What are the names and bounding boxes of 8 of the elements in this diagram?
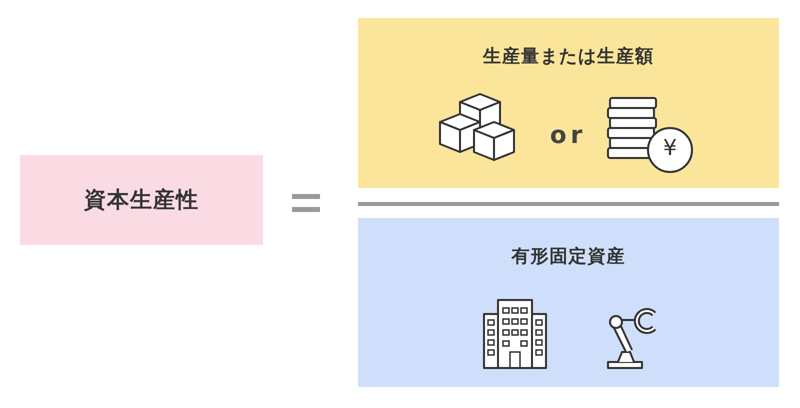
panel-heading: 有形固定資産 <box>510 245 626 268</box>
fraction-panel <box>358 18 779 188</box>
or-label: or <box>550 121 586 149</box>
term-label: 資本生産性 <box>83 187 200 215</box>
fraction-panel <box>358 218 779 387</box>
formula-box <box>20 155 263 245</box>
yen-sign: ¥ <box>662 136 678 161</box>
panel-heading: 生産量または生産額 <box>482 45 655 68</box>
